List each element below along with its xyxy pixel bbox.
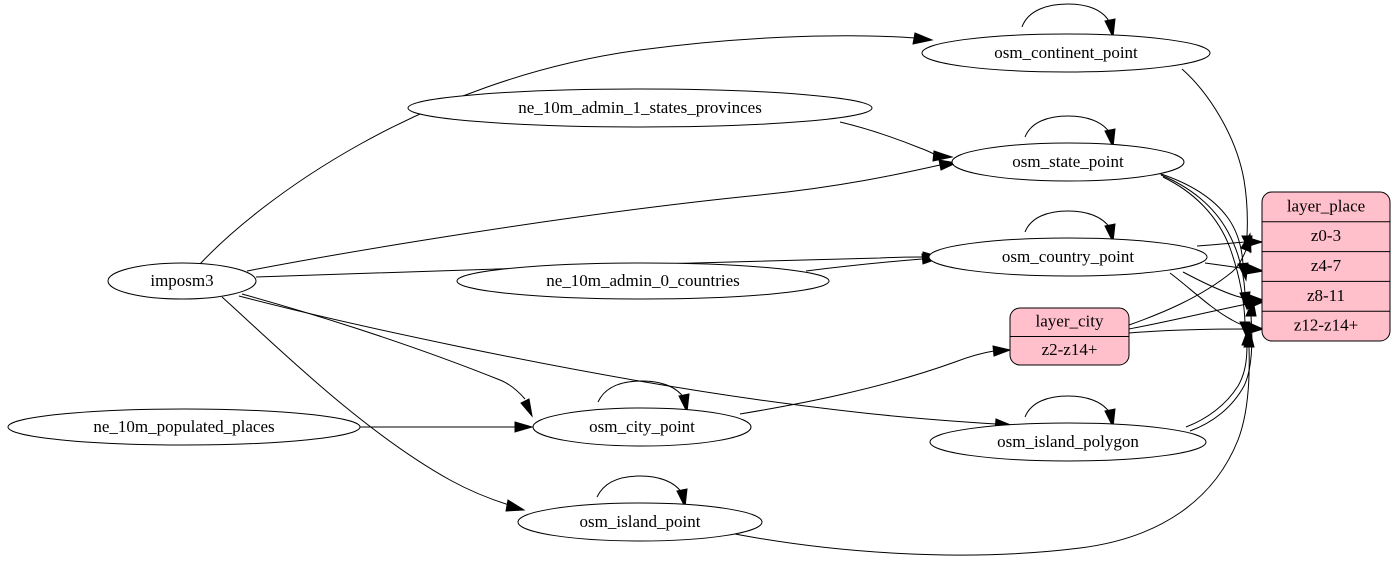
edge-self-osm_continent_point [1021, 3, 1111, 28]
node-label: imposm3 [150, 271, 213, 290]
node-label: osm_island_point [580, 512, 701, 531]
arrowhead [932, 150, 954, 162]
edge-osm_island_point-to-layer_place-z12 [734, 346, 1250, 556]
node-imposm3[interactable]: imposm3 [107, 262, 257, 300]
edge-imposm3-to-osm_island_point [221, 296, 510, 506]
arrowhead [1245, 263, 1265, 275]
node-shape[interactable] [517, 502, 763, 542]
edge-layer_city-to-layer_place-z0_3 [1128, 249, 1247, 326]
arrowhead [1104, 223, 1116, 244]
arrowhead [505, 499, 526, 512]
edge-osm_country_point-to-layer_place-z0_3 [1196, 241, 1247, 247]
record-row-layer_city-z2-z14plus[interactable]: z2-z14+ [1042, 340, 1098, 359]
arrowhead [1104, 128, 1116, 149]
edge-self-osm_city_point [597, 380, 685, 403]
arrowhead [1245, 298, 1257, 317]
node-shape[interactable] [107, 262, 257, 300]
record-row-layer_place-header: layer_place [1287, 196, 1365, 215]
arrowhead [1104, 18, 1116, 39]
node-osm_country_point[interactable]: osm_country_point [928, 237, 1208, 277]
node-shape[interactable] [532, 407, 752, 447]
edge-ne_states_provinces-to-osm_state_point [839, 121, 937, 156]
node-osm_state_point[interactable]: osm_state_point [951, 142, 1185, 182]
arrowhead [1243, 329, 1255, 348]
edge-osm_island_polygon-to-layer_place-z8_11 [1189, 315, 1253, 432]
edge-layer_city-to-layer_place-z12 [1128, 328, 1248, 334]
node-osm_continent_point[interactable]: osm_continent_point [921, 33, 1211, 73]
edge-self-osm_country_point [1024, 210, 1111, 233]
arrowhead [676, 488, 688, 509]
node-ne_10m_admin_0_countries[interactable]: ne_10m_admin_0_countries [456, 262, 830, 300]
node-shape[interactable] [7, 408, 361, 446]
edge-self-osm_state_point [1024, 115, 1111, 138]
node-label: osm_island_polygon [997, 432, 1139, 451]
node-shape[interactable] [921, 33, 1211, 73]
node-osm_island_point[interactable]: osm_island_point [517, 502, 763, 542]
record-row-layer_city-header: layer_city [1036, 311, 1104, 330]
record-body[interactable] [1261, 191, 1391, 342]
edge-imposm3-to-osm_continent_point [199, 35, 916, 265]
node-label: ne_10m_populated_places [93, 417, 274, 436]
arrowhead [1104, 408, 1116, 429]
record-row-layer_place-z0-3[interactable]: z0-3 [1311, 226, 1341, 245]
node-shape[interactable] [929, 422, 1207, 462]
edge-osm_city_point-to-layer_city-z2 [739, 350, 995, 415]
edge-osm_state_point-to-layer_place-z8_11 [1160, 174, 1246, 294]
record-node-layer_place[interactable]: layer_place z0-3 z4-7 z8-11 z12-z14+ [1261, 191, 1391, 342]
node-ne_10m_populated_places[interactable]: ne_10m_populated_places [7, 408, 361, 446]
node-label: ne_10m_admin_1_states_provinces [518, 98, 762, 117]
arrowhead [678, 393, 690, 414]
node-shape[interactable] [407, 88, 873, 128]
arrowhead [912, 32, 934, 45]
node-label: osm_state_point [1012, 152, 1124, 171]
node-label: osm_country_point [1002, 247, 1134, 266]
node-shape[interactable] [928, 237, 1208, 277]
node-label: ne_10m_admin_0_countries [546, 271, 740, 290]
edge-layer_city-to-layer_place-z8_11 [1128, 303, 1248, 330]
record-node-layer_city[interactable]: layer_city z2-z14+ [1009, 307, 1130, 366]
record-row-layer_place-z12-z14plus[interactable]: z12-z14+ [1294, 316, 1358, 335]
node-label: osm_city_point [589, 417, 695, 436]
edge-imposm3-to-osm_island_polygon [238, 295, 997, 425]
edge-self-osm_island_point [596, 475, 683, 498]
edge-osm_country_point-to-layer_place-z8_11 [1182, 271, 1248, 300]
edge-osm_island_polygon-to-layer_place-z12 [1185, 344, 1248, 428]
edge-osm_state_point-to-layer_place-z12 [1162, 176, 1246, 323]
arrowhead [520, 398, 533, 418]
edge-imposm3-to-osm_state_point [246, 164, 941, 272]
edge-osm_country_point-to-layer_place-z12 [1169, 272, 1248, 328]
edge-self-osm_island_polygon [1024, 395, 1111, 418]
edge-osm_state_point-to-layer_place-z4_7 [1157, 172, 1244, 265]
node-layer: imposm3 ne_10m_populated_places ne_10m_a… [7, 33, 1211, 542]
node-shape[interactable] [951, 142, 1185, 182]
arrowhead [1240, 232, 1252, 253]
node-ne_10m_admin_1_states_provinces[interactable]: ne_10m_admin_1_states_provinces [407, 88, 873, 128]
edge-osm_country_point-to-layer_place-z4_7 [1204, 262, 1248, 270]
record-row-layer_place-z4-7[interactable]: z4-7 [1311, 256, 1342, 275]
record-row-layer_place-z8-11[interactable]: z8-11 [1307, 286, 1345, 305]
edge-ne_admin0_countries-to-osm_country_point [805, 258, 923, 272]
node-osm_island_polygon[interactable]: osm_island_polygon [929, 422, 1207, 462]
node-shape[interactable] [456, 262, 830, 300]
edge-layer [199, 3, 1265, 556]
node-label: osm_continent_point [994, 43, 1138, 62]
arrowhead [1246, 323, 1265, 335]
edge-osm_continent_point-to-layer_place-z0_3 [1181, 68, 1248, 237]
edge-imposm3-to-osm_country_point [255, 256, 924, 278]
arrowhead [992, 345, 1012, 357]
edge-imposm3-to-osm_city_point [241, 293, 526, 400]
arrowhead [514, 421, 534, 433]
node-osm_city_point[interactable]: osm_city_point [532, 407, 752, 447]
